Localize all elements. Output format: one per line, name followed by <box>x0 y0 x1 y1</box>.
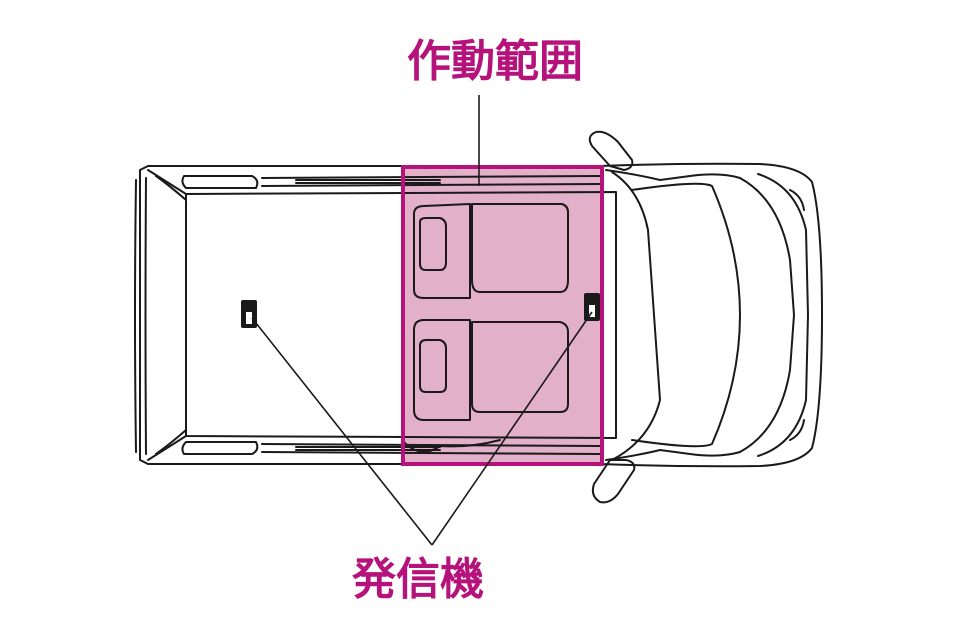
transmitter-rear <box>241 300 257 328</box>
transmitter-front <box>584 293 600 321</box>
hood <box>739 177 795 453</box>
leader-lines <box>251 95 593 546</box>
body-outer <box>139 162 823 468</box>
right-mirror <box>591 459 636 504</box>
windshield <box>611 171 661 461</box>
transmitter-leader-line-front <box>431 311 593 546</box>
operating-range-border <box>401 165 604 466</box>
front-left-seat <box>413 203 471 299</box>
left-mirror <box>588 130 634 171</box>
front-right-seat <box>413 319 471 421</box>
transmitter-leader-line-rear <box>251 317 433 546</box>
transmitter-label: 発信機 <box>352 554 484 605</box>
operating-range-label: 作動範囲 <box>407 36 583 87</box>
roof-panel <box>185 191 617 439</box>
vehicle-outline <box>134 130 823 504</box>
